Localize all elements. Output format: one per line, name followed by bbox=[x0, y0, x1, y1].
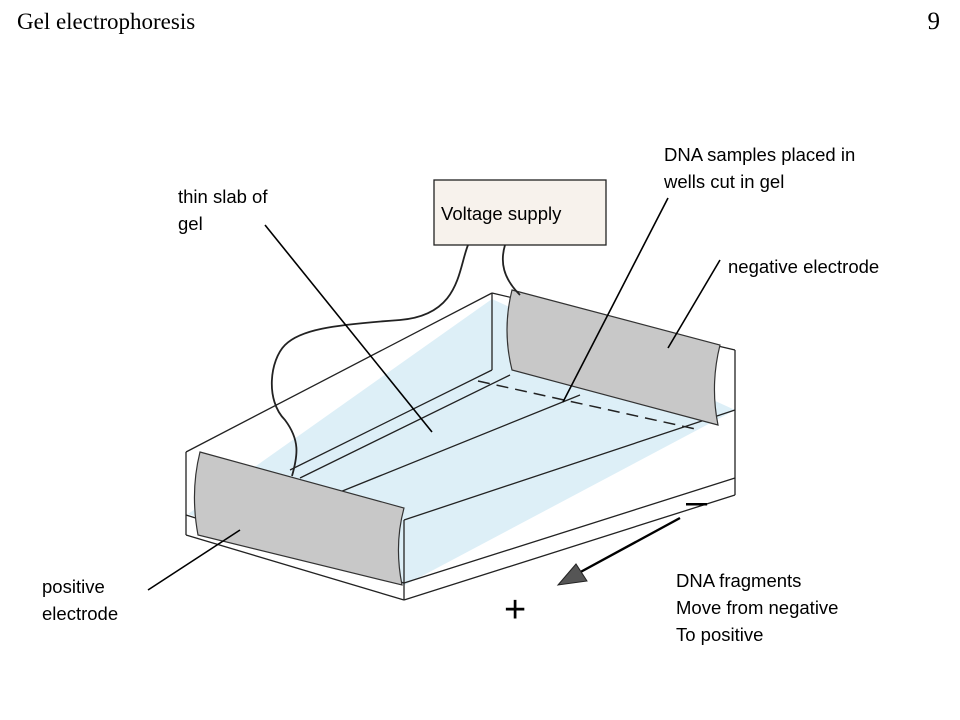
supply-wire-positive bbox=[270, 244, 469, 477]
positive-sign: + bbox=[504, 589, 527, 631]
negative-sign: – bbox=[686, 481, 708, 523]
label-negative-electrode: negative electrode bbox=[728, 256, 880, 277]
migration-arrow-head bbox=[556, 563, 588, 586]
label-thin-slab: thin slab of gel bbox=[178, 186, 268, 234]
label-migration-note: DNA fragments Move from negative To posi… bbox=[676, 570, 839, 645]
label-positive-electrode: positive electrode bbox=[42, 576, 119, 624]
negative-electrode-plate bbox=[506, 289, 721, 426]
voltage-supply-label: Voltage supply bbox=[441, 203, 562, 224]
positive-electrode-plate bbox=[193, 451, 405, 586]
page-number: 9 bbox=[927, 8, 941, 35]
migration-arrow-shaft bbox=[574, 516, 681, 577]
slide-title: Gel electrophoresis bbox=[17, 9, 196, 34]
label-dna-samples: DNA samples placed in wells cut in gel bbox=[664, 144, 856, 192]
supply-wire-negative bbox=[501, 244, 521, 296]
voltage-supply-box bbox=[433, 179, 607, 246]
pointer-lines bbox=[147, 197, 721, 591]
